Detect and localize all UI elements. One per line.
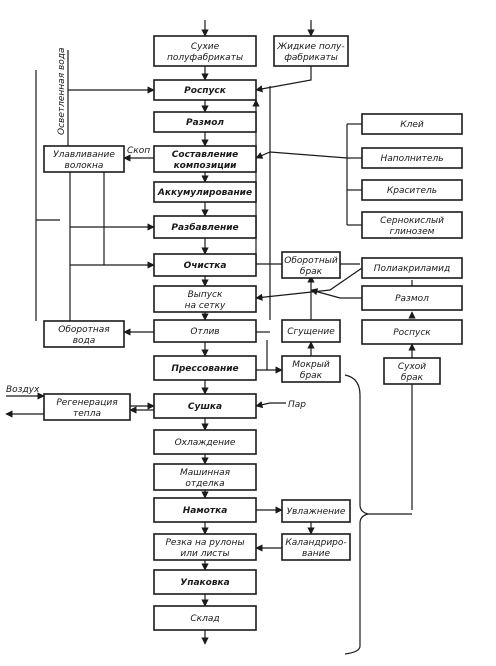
box-fiber-catch: Улавливание волокна	[43, 145, 125, 173]
box-wet-broke: Мокрый брак	[281, 355, 341, 383]
box-cooling: Охлаждение	[153, 429, 257, 455]
box-accumulate: Аккумулирование	[153, 181, 257, 203]
box-grind-right-label: Размол	[395, 294, 429, 304]
box-return-broke-line2: брак	[300, 267, 323, 277]
box-packing-label: Упаковка	[180, 578, 229, 588]
label-air: Воздух	[6, 385, 40, 395]
box-outlet-line2: на сетку	[185, 301, 226, 311]
box-dissolve: Роспуск	[153, 79, 257, 101]
box-fiber-catch-line1: Улавливание	[53, 150, 115, 160]
box-drying-label: Сушка	[188, 402, 222, 412]
box-fiber-catch-line2: волокна	[65, 161, 104, 171]
box-casting: Отлив	[153, 319, 257, 343]
box-compose: Составление композиции	[153, 145, 257, 173]
box-compose-line2: композиции	[174, 161, 238, 171]
box-filler-label: Наполнитель	[381, 154, 444, 164]
box-dilute-label: Разбавление	[171, 222, 238, 233]
box-calendering-line2: вание	[302, 549, 331, 559]
box-dry-broke-line1: Сухой	[398, 362, 426, 372]
box-filler: Наполнитель	[361, 147, 463, 169]
label-steam: Пар	[288, 400, 306, 410]
box-packing: Упаковка	[153, 569, 257, 595]
process-boxes: Сухие полуфабрикаты Жидкие полу- фабрика…	[43, 35, 463, 631]
box-warehouse: Склад	[153, 605, 257, 631]
box-return-broke: Оборотный брак	[281, 251, 341, 279]
box-finishing: Машинная отделка	[153, 463, 257, 491]
box-pressing-label: Прессование	[171, 364, 238, 374]
box-warehouse-label: Склад	[190, 614, 219, 624]
box-compose-line1: Составление	[172, 150, 238, 160]
box-alum: Сернокислый глинозем	[361, 211, 463, 239]
box-drying: Сушка	[153, 393, 257, 419]
box-thickening: Сгущение	[281, 319, 341, 343]
box-alum-line2: глинозем	[390, 227, 435, 237]
box-dry-semifinished-line2: полуфабрикаты	[167, 53, 243, 63]
box-moistening: Увлажнение	[281, 499, 351, 523]
box-clean: Очистка	[153, 253, 257, 277]
box-dry-semifinished: Сухие полуфабрикаты	[153, 35, 257, 67]
box-glue: Клей	[361, 113, 463, 135]
box-cutting-line1: Резка на рулоны	[165, 538, 244, 548]
box-moistening-label: Увлажнение	[287, 507, 346, 517]
box-heat-regen: Регенерация тепла	[43, 393, 131, 421]
box-grind-label: Размол	[186, 118, 224, 128]
box-glue-label: Клей	[400, 120, 424, 130]
box-winding: Намотка	[153, 497, 257, 523]
box-finishing-line2: отделка	[185, 479, 224, 489]
box-finishing-line1: Машинная	[180, 468, 231, 478]
box-alum-line1: Сернокислый	[380, 216, 444, 226]
box-liquid-semifinished-line1: Жидкие полу-	[276, 42, 344, 52]
label-skop: Скоп	[127, 146, 150, 156]
box-heat-regen-line2: тепла	[73, 409, 101, 419]
box-cooling-label: Охлаждение	[175, 438, 236, 448]
box-grind-right: Размол	[361, 285, 463, 311]
box-heat-regen-line1: Регенерация	[56, 398, 118, 408]
box-polyacrylamide: Полиакриламид	[361, 257, 463, 279]
box-dissolve-label: Роспуск	[184, 86, 227, 96]
box-dye: Краситель	[361, 179, 463, 201]
box-dry-broke-line2: брак	[401, 373, 424, 383]
box-thickening-label: Сгущение	[287, 327, 335, 337]
box-return-water: Оборотная вода	[43, 320, 125, 348]
box-winding-label: Намотка	[183, 506, 228, 516]
box-return-water-line1: Оборотная	[58, 325, 110, 335]
free-labels: Осветленная вода Скоп Воздух Пар	[6, 47, 306, 410]
box-liquid-semifinished-line2: фабрикаты	[284, 53, 338, 63]
box-clean-label: Очистка	[184, 261, 227, 271]
label-clarified-water: Осветленная вода	[57, 47, 67, 135]
box-dye-label: Краситель	[387, 186, 437, 196]
box-polyacrylamide-label: Полиакриламид	[374, 264, 451, 274]
box-accumulate-label: Аккумулирование	[157, 188, 252, 198]
box-wet-broke-line2: брак	[300, 371, 323, 381]
box-calendering: Каландриро- вание	[281, 533, 351, 561]
box-liquid-semifinished: Жидкие полу- фабрикаты	[273, 35, 349, 67]
box-dissolve-right-label: Роспуск	[393, 328, 431, 338]
box-dry-broke: Сухой брак	[383, 357, 441, 385]
box-return-water-line2: вода	[73, 336, 96, 346]
box-casting-label: Отлив	[190, 327, 219, 337]
box-wet-broke-line1: Мокрый	[292, 360, 330, 370]
box-dilute: Разбавление	[153, 215, 257, 239]
box-outlet-line1: Выпуск	[188, 290, 223, 300]
box-pressing: Прессование	[153, 355, 257, 381]
box-dry-semifinished-line1: Сухие	[191, 42, 220, 52]
box-dissolve-right: Роспуск	[361, 319, 463, 345]
box-calendering-line1: Каландриро-	[285, 538, 346, 548]
box-outlet: Выпуск на сетку	[153, 285, 257, 313]
box-cutting-line2: или листы	[180, 549, 229, 559]
box-return-broke-line1: Оборотный	[284, 256, 338, 266]
connection-lines	[5, 20, 416, 655]
box-cutting: Резка на рулоны или листы	[153, 533, 257, 561]
box-grind: Размол	[153, 111, 257, 133]
